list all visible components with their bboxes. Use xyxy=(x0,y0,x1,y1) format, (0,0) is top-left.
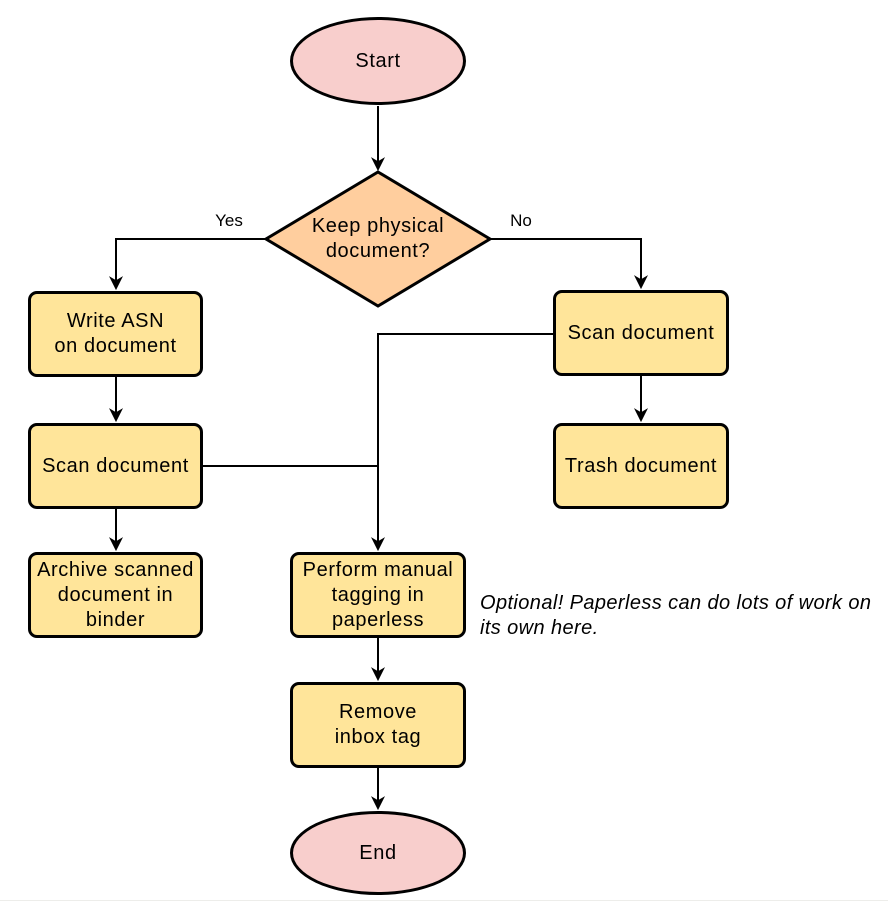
node-scan-document-right: Scan document xyxy=(553,290,729,376)
edge-label-yes: Yes xyxy=(215,211,243,230)
decision-diamond-shape xyxy=(263,170,493,308)
node-scan-document-left: Scan document xyxy=(28,423,203,509)
node-write-asn-on-document: Write ASN on document xyxy=(28,291,203,377)
page-bottom-border xyxy=(0,900,888,901)
node-remove-inbox-tag: Remove inbox tag xyxy=(290,682,466,768)
node-perform-manual-tagging: Perform manual tagging in paperless xyxy=(290,552,466,638)
edge-decision-yes-to-write-asn xyxy=(109,238,266,291)
node-archive-scanned-document: Archive scanned document in binder xyxy=(28,552,203,638)
node-trash-document: Trash document xyxy=(553,423,729,509)
node-decision-keep-physical-document: Keep physical document? xyxy=(311,215,445,262)
edge-scan-right-to-tagging xyxy=(371,333,553,552)
edge-label-no: No xyxy=(510,211,532,230)
edge-decision-no-to-scan-right xyxy=(490,238,648,290)
node-start: Start xyxy=(290,17,466,105)
node-end: End xyxy=(290,811,466,895)
annotation-optional-note: Optional! Paperless can do lots of work … xyxy=(480,592,872,639)
